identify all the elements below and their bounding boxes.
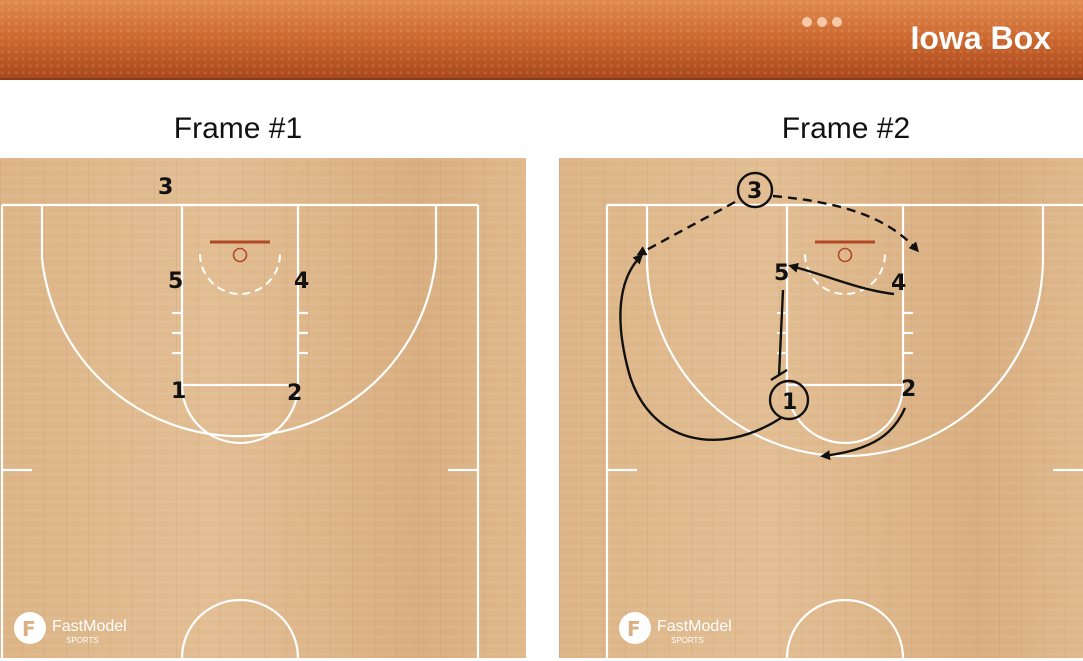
player-3: 3: [158, 175, 173, 200]
player-1-ring: [768, 379, 810, 421]
frame-2-court: 3 5 4 1 2 F FastModel SPORTS: [559, 158, 1083, 658]
frame-2-title: Frame #2: [781, 112, 911, 145]
page-title: Iowa Box: [910, 20, 1051, 56]
rim: [837, 247, 853, 263]
frame-1-title: Frame #1: [173, 112, 303, 145]
dot: [802, 17, 812, 27]
ellipsis-icon[interactable]: [802, 17, 842, 27]
screen-5: [777, 289, 785, 377]
cut-4-to-5: [788, 262, 895, 296]
logo-sub: SPORTS: [66, 636, 99, 645]
player-2: 2: [901, 377, 916, 402]
player-5: 5: [168, 269, 183, 294]
player-3-ring: [736, 171, 774, 209]
court-lines: [605, 203, 1083, 658]
logo-brand: FastModel: [657, 618, 732, 635]
player-4: 4: [294, 269, 309, 294]
screen-bar: [770, 368, 788, 382]
cut-2: [820, 407, 907, 461]
logo-sub: SPORTS: [671, 636, 704, 645]
fastmodel-logo: F FastModel SPORTS: [619, 612, 732, 645]
player-5: 5: [774, 261, 789, 286]
restricted-area: [199, 253, 281, 295]
logo-brand: FastModel: [52, 618, 127, 635]
court-lines: [0, 203, 480, 658]
cut-1-to-wing: [619, 253, 782, 441]
fastmodel-logo: F FastModel SPORTS: [14, 612, 127, 645]
player-3: 3: [747, 179, 762, 204]
svg-text:F: F: [627, 617, 641, 641]
player-1: 1: [782, 390, 797, 415]
dot: [832, 17, 842, 27]
player-2: 2: [287, 381, 302, 406]
player-1: 1: [171, 379, 186, 404]
header-bar: Iowa Box: [0, 0, 1083, 80]
dot: [817, 17, 827, 27]
pass-3-to-left-wing: [636, 200, 736, 256]
svg-text:F: F: [22, 617, 36, 641]
frame-1-court: 3 5 4 1 2 F FastModel SPORTS: [0, 158, 526, 658]
play-movements: [619, 194, 919, 461]
frame-2-diagram: 3 5 4 1 2 F FastModel SPORTS: [605, 171, 1083, 658]
frame-1-diagram: 3 5 4 1 2 F FastModel SPORTS: [0, 175, 480, 658]
pass-3-to-right-block: [772, 194, 919, 253]
player-4: 4: [891, 271, 906, 296]
rim: [232, 247, 248, 263]
